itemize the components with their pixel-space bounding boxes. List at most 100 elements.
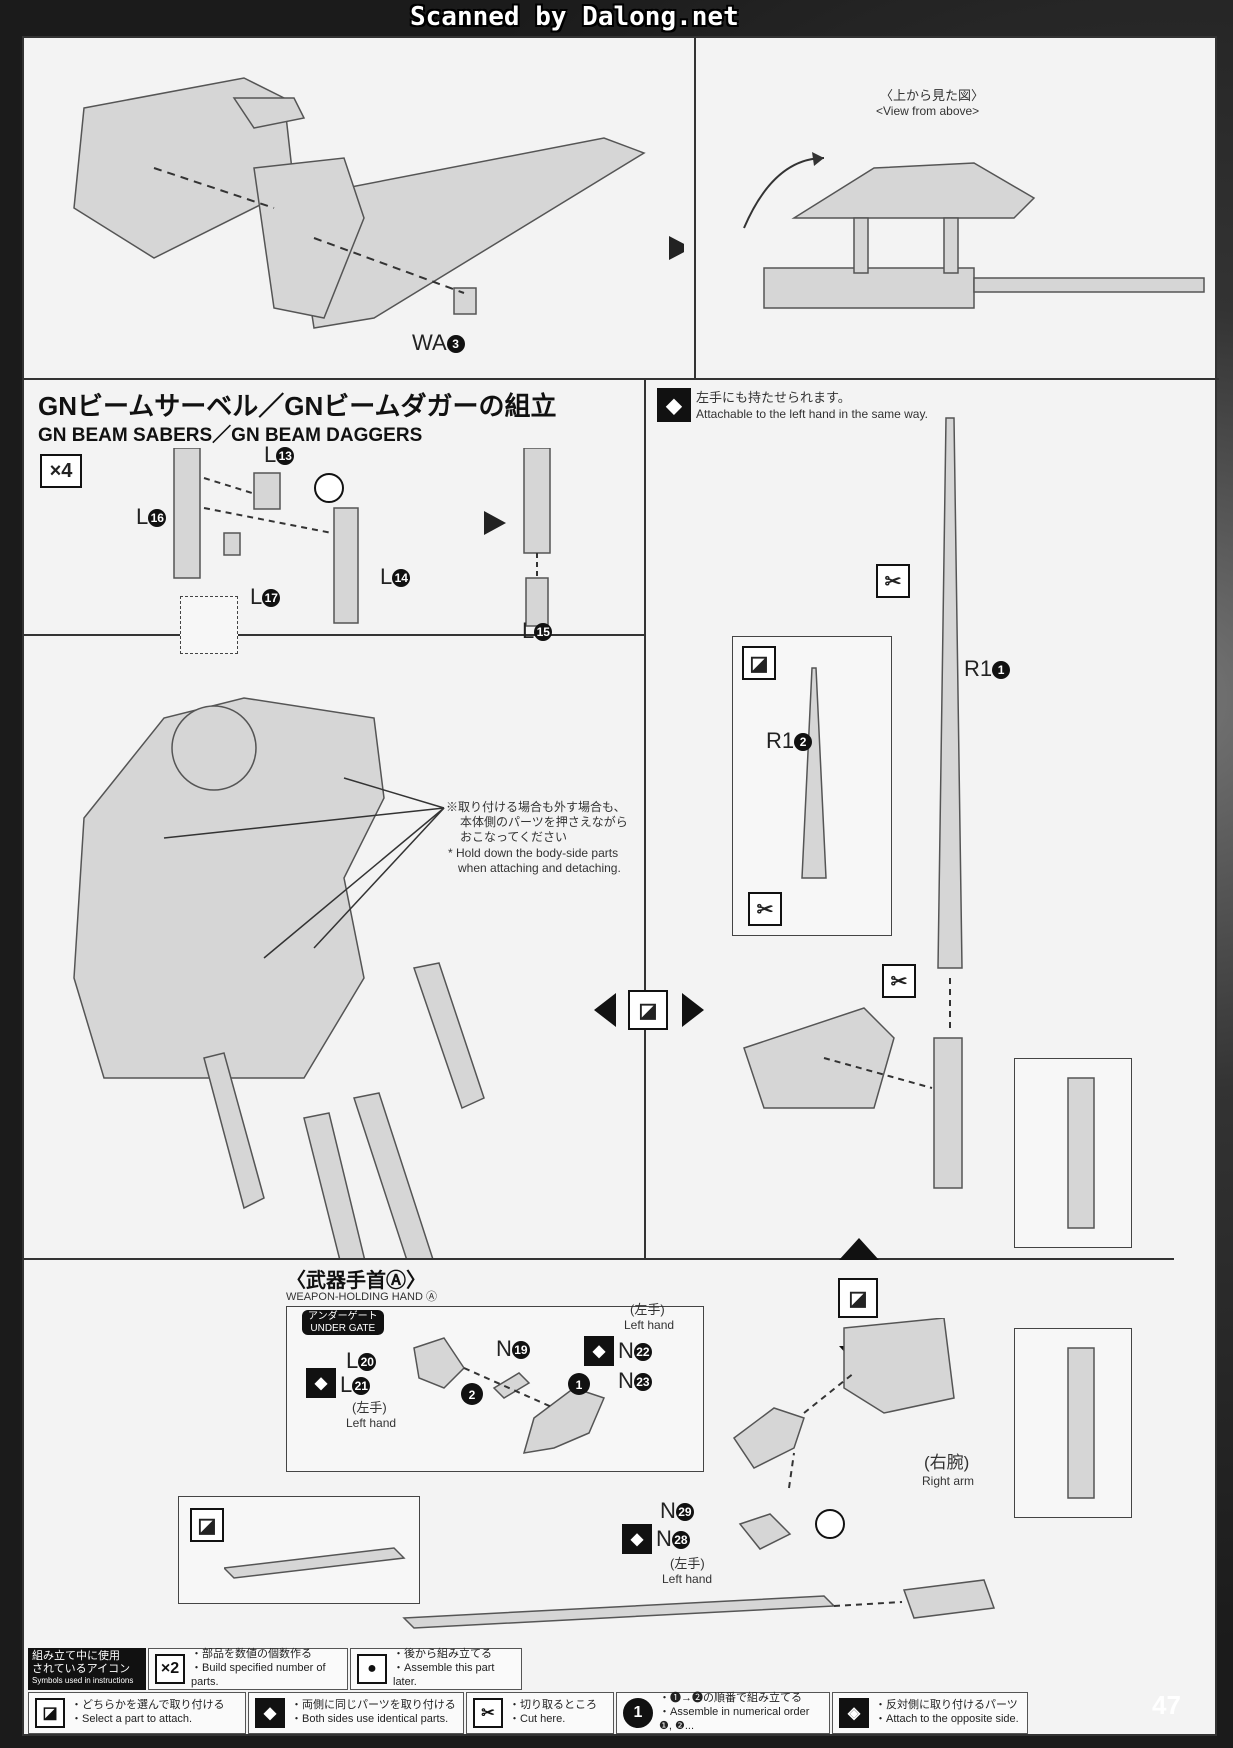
legend-item-select: ◪ ・どちらかを選んで取り付ける・Select a part to attach… bbox=[28, 1692, 246, 1734]
assemble-later-icon-legend: ● bbox=[357, 1654, 387, 1684]
legend-text-en: ・Build specified number of parts. bbox=[191, 1662, 326, 1688]
step-1-marker: 1 bbox=[576, 1378, 583, 1392]
torso-part bbox=[73, 697, 385, 1079]
part-number: 17 bbox=[262, 589, 281, 608]
part-code: R1 bbox=[766, 728, 795, 753]
select-part-icon-dagger: ◪ bbox=[190, 1508, 224, 1542]
part-code: N bbox=[618, 1368, 634, 1393]
legend-text-jp: ・後から組み立てる bbox=[393, 1648, 492, 1661]
legend-item-order: 1 ・❶→❷の順番で組み立てる・Assemble in numerical or… bbox=[616, 1692, 830, 1734]
part-number: 15 bbox=[534, 623, 553, 642]
finger-part bbox=[492, 1372, 531, 1399]
legend-title-jp2: されているアイコン bbox=[32, 1663, 131, 1676]
part-number: 2 bbox=[794, 733, 813, 752]
part-number: 29 bbox=[675, 1503, 694, 1522]
legend-item-opposite: ◈ ・反対側に取り付けるパーツ・Attach to the opposite s… bbox=[832, 1692, 1028, 1734]
part-number: 23 bbox=[633, 1373, 652, 1392]
legend-text-en: ・Assemble in numerical order ❶, ❷... bbox=[659, 1706, 810, 1732]
part-number: 1 bbox=[992, 661, 1011, 680]
both-sides-icon: ◆ bbox=[657, 388, 691, 422]
numerical-order-icon: 1 bbox=[623, 1698, 653, 1728]
both-sides-icon-legend: ◆ bbox=[255, 1698, 285, 1728]
left-hand3-en: Left hand bbox=[662, 1572, 713, 1586]
grip-part bbox=[232, 97, 306, 129]
head-part bbox=[171, 705, 257, 791]
gate-detail-box bbox=[180, 596, 238, 654]
part-number: 16 bbox=[148, 509, 167, 528]
legend-text-jp: ・どちらかを選んで取り付ける bbox=[71, 1699, 225, 1712]
wa3-part bbox=[453, 287, 477, 315]
step-2-marker: 2 bbox=[469, 1388, 476, 1402]
legend-item-multiply: ×2 ・部品を数値の個数作る・Build specified number of… bbox=[148, 1648, 348, 1690]
legend-text-en: ・Select a part to attach. bbox=[71, 1713, 193, 1725]
part-l17 bbox=[223, 532, 241, 556]
note-jp-1: ※取り付ける場合も外す場合も、 bbox=[446, 800, 626, 814]
select-part-icon: ◪ bbox=[742, 646, 776, 680]
hand-part bbox=[743, 1007, 895, 1109]
part-code: L bbox=[346, 1348, 359, 1373]
cut-here-icon: ✂ bbox=[876, 564, 910, 598]
saber-hilt-4 bbox=[413, 962, 485, 1110]
swap-arrow-horizontal bbox=[594, 993, 704, 1027]
part-code: L bbox=[250, 584, 263, 609]
shield-top bbox=[791, 162, 1036, 219]
arm-top bbox=[763, 267, 975, 309]
note-jp-3: おこなってください bbox=[460, 830, 568, 844]
multiplier-x4-icon: ×4 bbox=[40, 454, 82, 488]
saber-title-jp: GNビームサーベル／GNビームダガーの組立 bbox=[38, 391, 557, 421]
part-number: 22 bbox=[633, 1343, 652, 1362]
assemble-later-icon-2 bbox=[815, 1509, 845, 1539]
part-code: N bbox=[496, 1336, 512, 1361]
palm-part bbox=[413, 1337, 465, 1389]
part-code: N bbox=[656, 1526, 672, 1551]
left-hand-note-en: Attachable to the left hand in the same … bbox=[696, 407, 928, 421]
part-number: 14 bbox=[392, 569, 411, 588]
left-hand-jp: (左手) bbox=[352, 1400, 387, 1415]
part-saber-assembled bbox=[523, 448, 551, 554]
legend-text-en: ・Both sides use identical parts. bbox=[291, 1713, 449, 1725]
part-code: N bbox=[660, 1498, 676, 1523]
dagger-hilt bbox=[902, 1579, 996, 1619]
saber-hilt-3 bbox=[353, 1092, 434, 1258]
part-l16 bbox=[173, 448, 201, 579]
part-number: 13 bbox=[276, 447, 295, 466]
alternate-blade-diagram bbox=[801, 667, 827, 879]
part-l13 bbox=[253, 472, 281, 510]
note-jp-2: 本体側のパーツを押さえながら bbox=[460, 815, 628, 829]
saber-hilt-2 bbox=[303, 1112, 366, 1258]
note-en-2: when attaching and detaching. bbox=[458, 861, 621, 875]
legend-text-jp: ・反対側に取り付けるパーツ bbox=[875, 1699, 1018, 1712]
both-sides-icon-2: ◆ bbox=[306, 1368, 336, 1398]
right-arm-diagram bbox=[732, 1318, 955, 1489]
view-above-en: <View from above> bbox=[876, 104, 980, 118]
hand-attached bbox=[732, 1407, 805, 1469]
weapon-hand-title-jp: 〈武器手首Ⓐ〉 bbox=[286, 1270, 426, 1292]
view-above-jp: 〈上から見た図〉 bbox=[880, 88, 985, 103]
both-sides-icon-4: ◆ bbox=[622, 1524, 652, 1554]
opposite-side-icon: ◈ bbox=[839, 1698, 869, 1728]
select-part-icon-legend: ◪ bbox=[35, 1698, 65, 1728]
select-part-icon-vertical: ◪ bbox=[838, 1278, 878, 1318]
part-code: N bbox=[618, 1338, 634, 1363]
legend-text-en: ・Attach to the opposite side. bbox=[875, 1713, 1019, 1725]
cut-here-icon-2: ✂ bbox=[882, 964, 916, 998]
hilt-part bbox=[253, 157, 365, 319]
legend-title-jp1: 組み立て中に使用 bbox=[32, 1650, 120, 1662]
part-code: L bbox=[380, 564, 393, 589]
saber-hilt bbox=[933, 1037, 963, 1189]
dagger-blade-long bbox=[402, 1595, 836, 1629]
right-arm-en: Right arm bbox=[922, 1474, 975, 1488]
divider-hand bbox=[24, 1258, 1174, 1260]
legend-item-cut: ✂ ・切り取るところ・Cut here. bbox=[466, 1692, 614, 1734]
divider-top bbox=[24, 378, 1219, 380]
select-part-icon-center: ◪ bbox=[628, 990, 668, 1030]
note-en-1: * Hold down the body-side parts bbox=[448, 846, 619, 860]
